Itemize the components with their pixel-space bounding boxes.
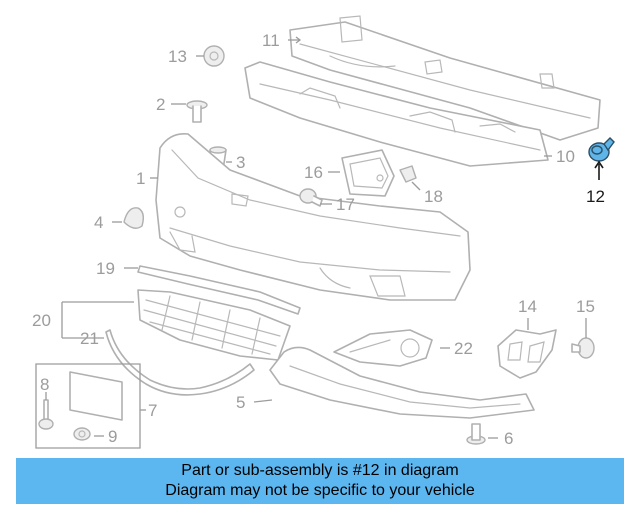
callout-13: 13 (168, 47, 187, 66)
callout-19: 19 (96, 259, 115, 278)
callout-22: 22 (454, 339, 473, 358)
callout-5: 5 (236, 393, 245, 412)
callout-18: 18 (424, 187, 443, 206)
callout-21: 21 (80, 329, 99, 348)
callout-3: 3 (236, 153, 245, 172)
part-15-retainer[interactable] (571, 337, 595, 359)
callout-11: 11 (262, 31, 280, 50)
part-17-plug[interactable] (299, 188, 323, 207)
callout-1: 1 (136, 169, 145, 188)
part-1-bumper-cover[interactable] (155, 132, 471, 301)
part-18-clip[interactable] (399, 165, 417, 183)
banner-line-2: Diagram may not be specific to your vehi… (165, 482, 475, 499)
callout-9: 9 (108, 427, 117, 446)
part-10-energy-absorber[interactable] (244, 61, 549, 167)
callout-8: 8 (40, 375, 49, 394)
leader-lines (45, 36, 604, 439)
callout-10: 10 (556, 147, 575, 166)
callout-labels: 11 13 2 3 1 4 16 17 18 19 20 21 22 14 15… (32, 31, 605, 448)
callout-20: 20 (32, 311, 51, 330)
part-19-trim-strip[interactable] (137, 265, 301, 315)
part-22-fog-bezel[interactable] (333, 329, 433, 367)
part-11-impact-bar[interactable] (289, 15, 601, 141)
callout-12-highlighted: 12 (586, 187, 605, 206)
part-12-bolt-highlighted[interactable] (588, 137, 615, 162)
callout-4: 4 (94, 213, 103, 232)
callout-16: 16 (304, 163, 323, 182)
callout-2: 2 (156, 95, 165, 114)
part-14-bracket[interactable] (497, 329, 557, 379)
part-7-license-bracket[interactable] (35, 363, 141, 449)
callout-6: 6 (504, 429, 513, 448)
part-9-nut[interactable] (73, 427, 91, 441)
part-13-washer[interactable] (203, 45, 225, 67)
part-2-clip[interactable] (186, 100, 208, 123)
part-16-tow-cover[interactable] (341, 149, 395, 197)
callout-17: 17 (336, 195, 355, 214)
part-6-stud[interactable] (466, 423, 486, 445)
part-4-fog-cap[interactable] (123, 207, 145, 229)
banner-line-1: Part or sub-assembly is #12 in diagram (181, 462, 459, 479)
callout-15: 15 (576, 297, 595, 316)
callout-14: 14 (518, 297, 537, 316)
part-5-spoiler[interactable] (269, 346, 535, 419)
part-21-molding[interactable] (105, 329, 255, 396)
info-banner: Part or sub-assembly is #12 in diagram D… (16, 458, 624, 504)
part-20-lower-grille[interactable] (137, 289, 291, 361)
callout-7: 7 (148, 401, 157, 420)
part-8-screw[interactable] (38, 399, 54, 430)
